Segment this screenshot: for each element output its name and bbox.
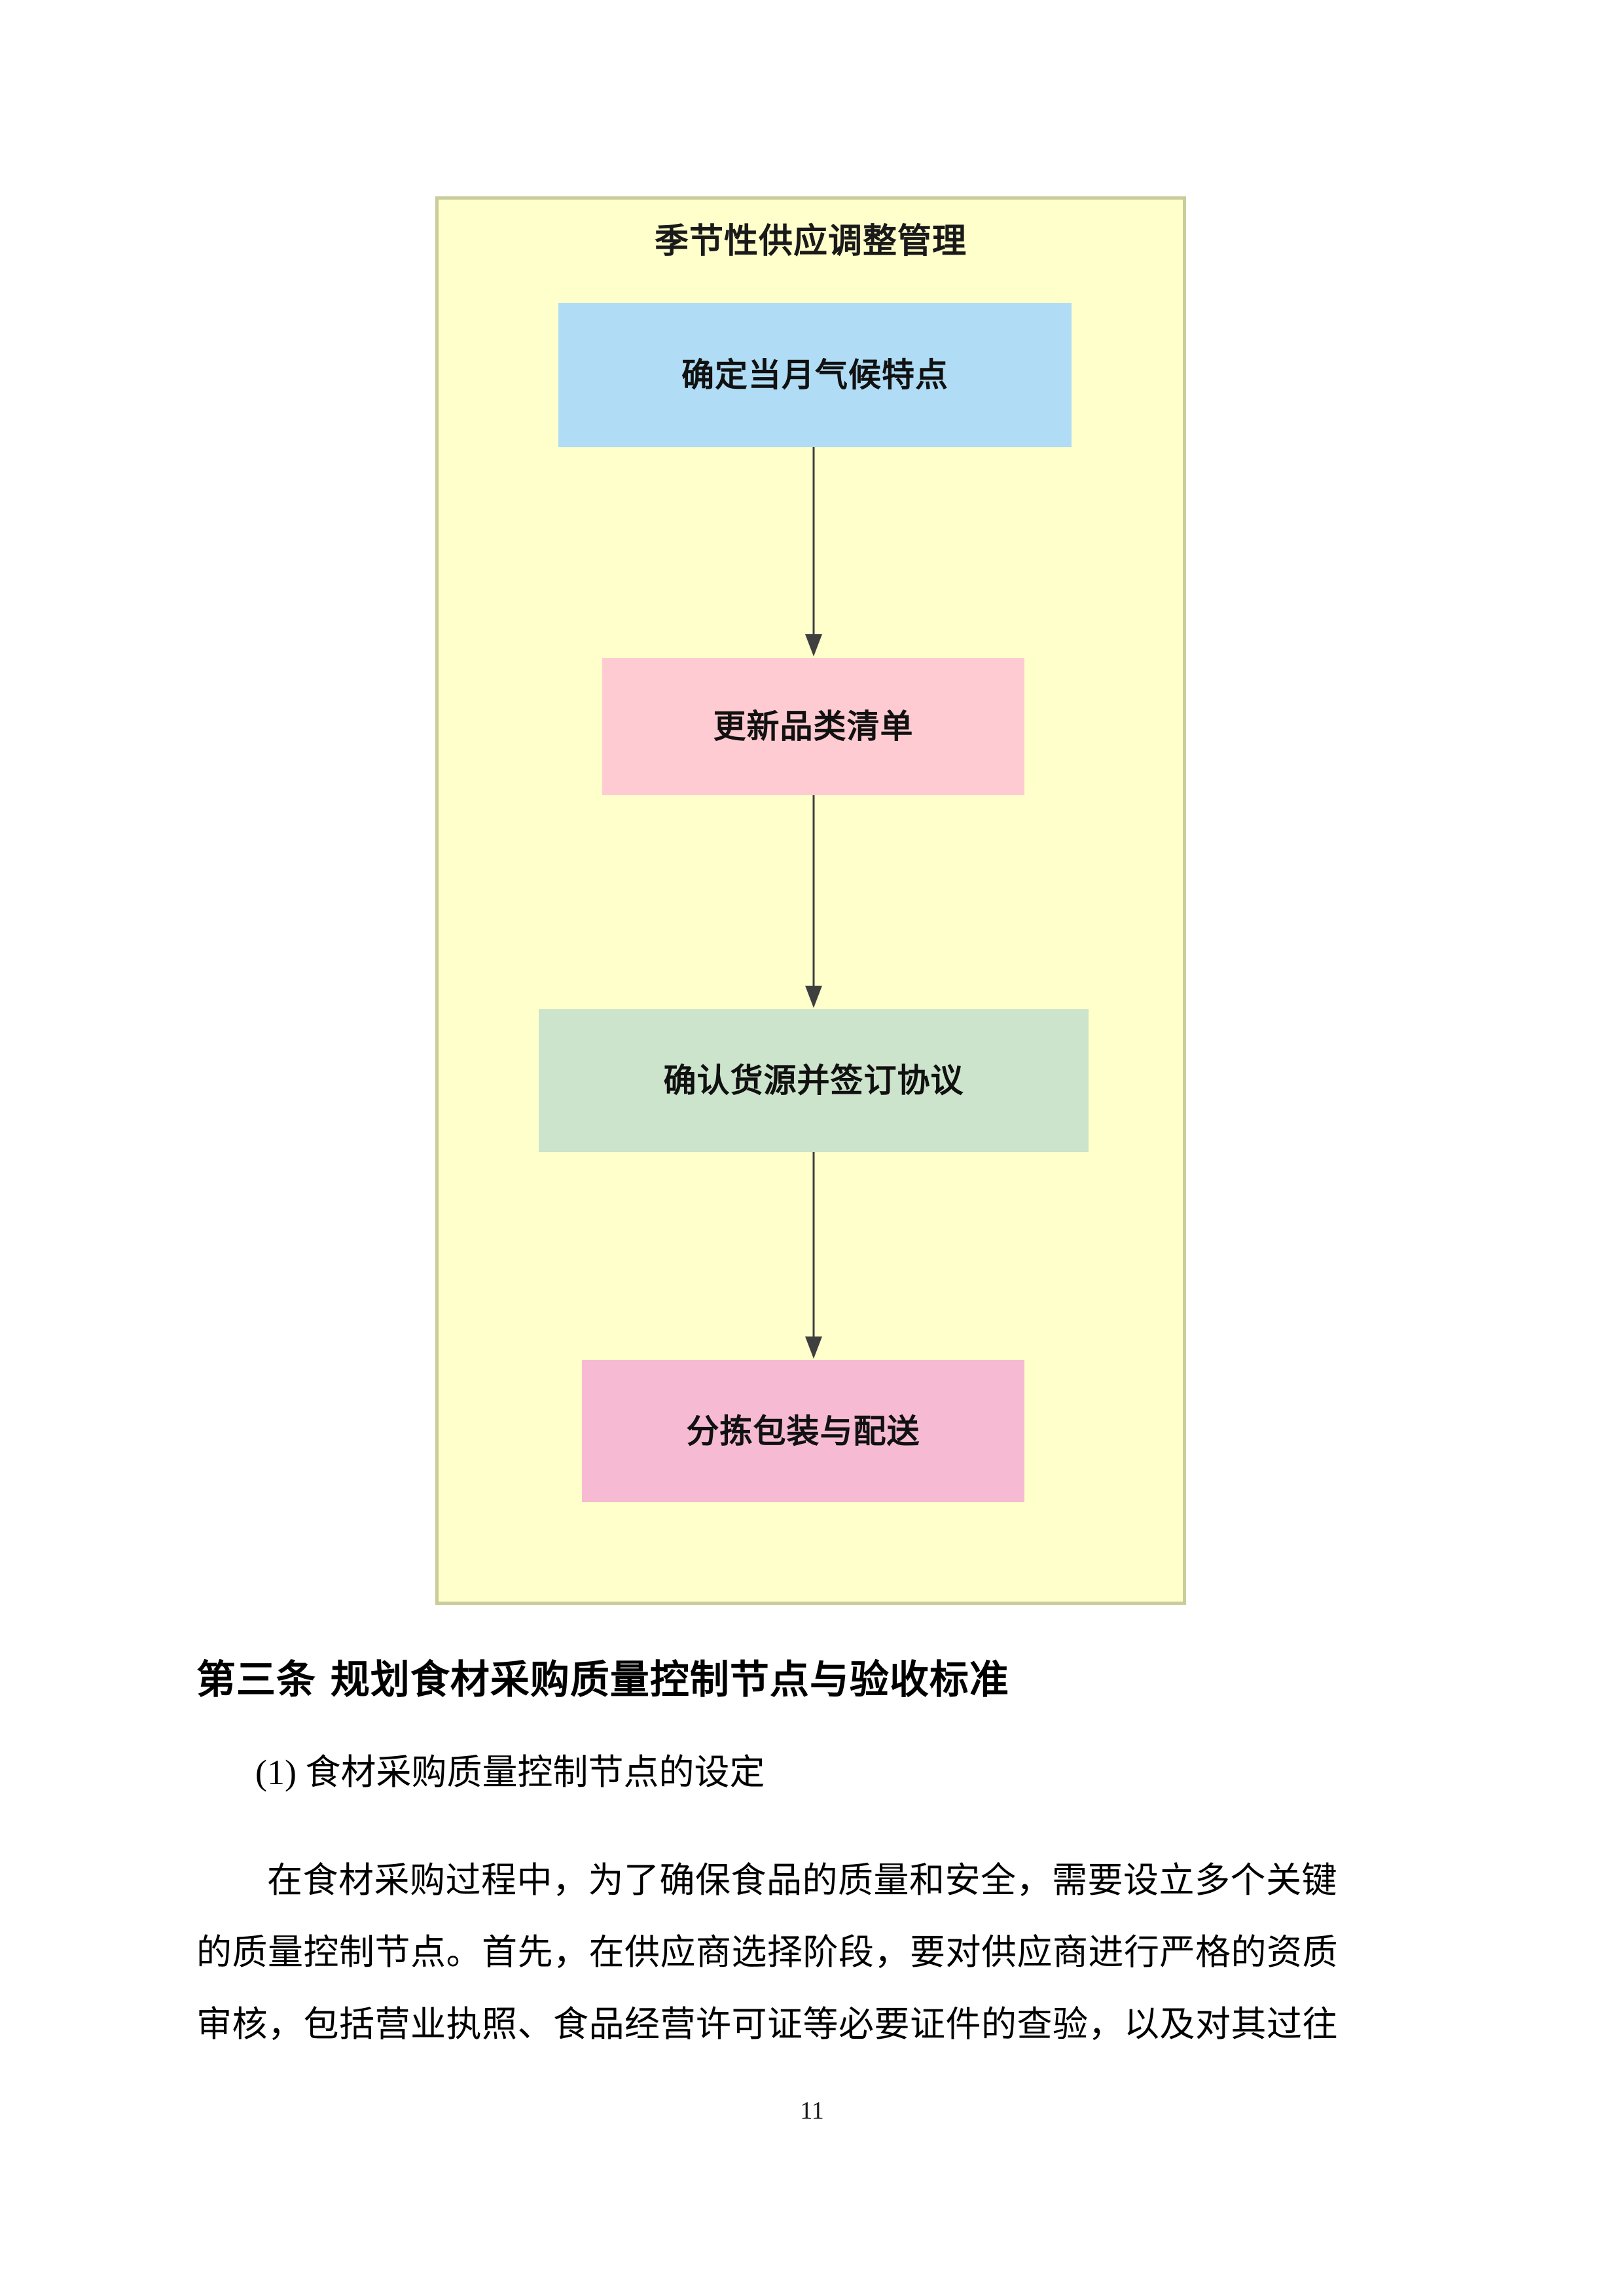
flow-node-delivery: 分拣包装与配送: [582, 1360, 1024, 1502]
flow-node-catalog: 更新品类清单: [602, 658, 1024, 795]
flow-arrow-climate-to-catalog: [801, 447, 827, 658]
paragraph-line: 的质量控制节点。首先，在供应商选择阶段，要对供应商进行严格的资质: [196, 1933, 1338, 1972]
flowchart-figure: 季节性供应调整管理 确定当月气候特点 更新品类清单 确认货源并签订协议 分拣包装…: [435, 196, 1186, 1605]
flow-node-supply: 确认货源并签订协议: [539, 1009, 1089, 1152]
paragraph-line: 审核，包括营业执照、食品经营许可证等必要证件的查验，以及对其过往: [196, 2005, 1338, 2044]
flowchart-title: 季节性供应调整管理: [654, 222, 967, 261]
flow-node-climate: 确定当月气候特点: [558, 303, 1072, 447]
flow-arrow-supply-to-delivery: [801, 1152, 827, 1360]
article-heading: 第三条 规划食材采购质量控制节点与验收标准: [196, 1657, 1009, 1703]
flow-arrow-catalog-to-supply: [801, 795, 827, 1009]
body-paragraph: 在食材采购过程中，为了确保食品的质量和安全，需要设立多个关键 的质量控制节点。首…: [196, 1844, 1440, 2060]
subsection-heading: (1) 食材采购质量控制节点的设定: [255, 1753, 765, 1792]
page-number: 11: [800, 2097, 824, 2125]
paragraph-line: 在食材采购过程中，为了确保食品的质量和安全，需要设立多个关键: [267, 1861, 1337, 1900]
